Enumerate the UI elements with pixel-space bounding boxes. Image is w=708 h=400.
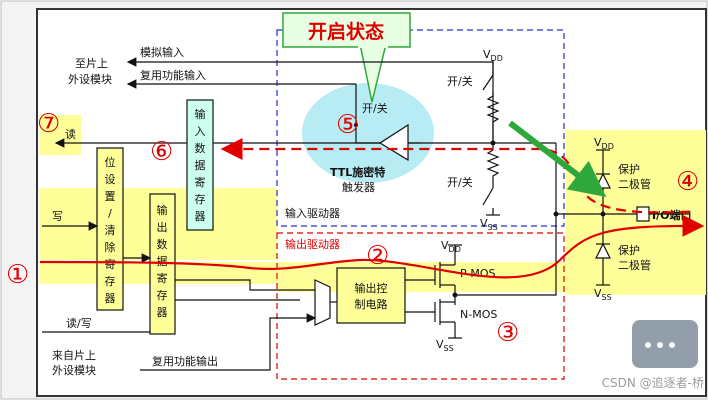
inputRegChars-char: 输 xyxy=(195,107,206,121)
inputRegChars-char: 据 xyxy=(195,158,206,172)
outRegChars-char: 据 xyxy=(157,254,168,268)
outRegChars-char: 存 xyxy=(157,288,168,302)
outRegChars-char: 寄 xyxy=(157,271,168,285)
bscRegChars-char: 置 xyxy=(105,190,116,203)
inputRegChars-char: 存 xyxy=(195,192,206,206)
inputRegChars-char: 器 xyxy=(195,210,206,223)
marker-3: ③ xyxy=(496,318,519,348)
chip-peripheral-bottom-1: 来自片上 xyxy=(52,349,96,362)
bscRegChars-char: 设 xyxy=(105,173,116,186)
odr-to-mux-line xyxy=(175,279,315,291)
watermark-text: CSDN @追逐者-桥 xyxy=(602,375,704,390)
output-control-circuit xyxy=(336,267,406,324)
marker-4: ④ xyxy=(676,167,699,197)
inputRegChars-char: 数 xyxy=(195,142,206,155)
nmos-vss-label: VSS xyxy=(436,338,454,353)
diode-bottom-vss-label: VSS xyxy=(594,287,612,302)
diode-top-vdd-label: VDD xyxy=(594,136,614,151)
input-driver-label: 输入驱动器 xyxy=(285,206,340,220)
diode-top-label-2: 二极管 xyxy=(618,177,651,191)
inputRegChars-char: 入 xyxy=(195,125,206,138)
alt-func-input-label: 复用功能输入 xyxy=(140,68,206,82)
write-data-path xyxy=(39,214,705,279)
pull-junction xyxy=(490,140,496,146)
output-driver-box xyxy=(276,232,565,380)
ttl-switch-label: 开/关 xyxy=(362,101,388,115)
outRegChars-char: 输 xyxy=(157,203,168,217)
status-callout: 开启状态 xyxy=(282,12,411,103)
alt-func-output-line xyxy=(140,313,317,371)
ttl-switch-node xyxy=(354,123,358,127)
ttl-label-1: TTL施密特 xyxy=(330,165,385,179)
outRegChars-char: 数 xyxy=(157,238,168,251)
pmos-vdd-label: VDD xyxy=(441,239,461,254)
pin-junction xyxy=(553,211,559,217)
output-mux xyxy=(314,279,331,326)
bscRegChars-char: 除 xyxy=(105,240,116,254)
outRegChars-char: 出 xyxy=(157,220,168,234)
diode-bottom-label-1: 保护 xyxy=(618,243,640,257)
switch-bottom-label: 开/关 xyxy=(447,175,473,189)
read-label: 读 xyxy=(65,127,76,141)
bscRegChars-char: 寄 xyxy=(105,257,116,271)
chip-peripheral-top-1: 至片上 xyxy=(75,57,108,70)
output-driver-label: 输出驱动器 xyxy=(285,237,340,251)
input-driver-box xyxy=(276,29,565,227)
alt-func-output-label: 复用功能输出 xyxy=(152,354,218,368)
chip-peripheral-bottom-2: 外设模块 xyxy=(52,364,96,377)
ttl-schmitt-trigger xyxy=(355,123,420,162)
bscRegChars-char: / xyxy=(108,207,112,220)
diode-top-label-1: 保护 xyxy=(618,162,640,176)
switch-top-label: 开/关 xyxy=(447,74,473,88)
outRegChars-char: 器 xyxy=(157,306,168,319)
bscRegChars-char: 清 xyxy=(105,224,116,237)
green-pointer-arrow xyxy=(508,120,607,197)
output-junction xyxy=(452,292,458,298)
chip-peripheral-top-2: 外设模块 xyxy=(68,73,112,86)
write-label: 写 xyxy=(52,210,63,223)
marker-7: ⑦ xyxy=(37,109,60,139)
output-control-label-2: 制电路 xyxy=(355,298,388,311)
diode-bottom-label-2: 二极管 xyxy=(618,258,651,272)
csdn-watermark: CSDN @追逐者-桥 xyxy=(602,320,704,390)
nmos-transistor xyxy=(405,299,462,339)
io-port-label: I/O端口 xyxy=(652,208,691,222)
marker-6: ⑥ xyxy=(150,137,173,167)
marker-5: ⑤ xyxy=(336,110,359,140)
ttl-highlight-ellipse xyxy=(302,83,434,183)
read-write-label: 读/写 xyxy=(66,316,92,330)
diode-junction xyxy=(600,211,606,217)
output-control-label-1: 输出控 xyxy=(355,281,388,295)
input-data-register xyxy=(186,99,214,231)
bscRegChars-char: 位 xyxy=(105,155,116,169)
marker-2: ② xyxy=(366,241,389,271)
inputRegChars-char: 寄 xyxy=(195,175,206,189)
status-callout-text: 开启状态 xyxy=(308,20,384,43)
bscRegChars-char: 存 xyxy=(105,274,116,288)
output-node-line xyxy=(455,143,557,296)
protect-diode-bottom xyxy=(595,214,611,286)
bit-set-clear-register xyxy=(96,147,124,311)
io-pin xyxy=(636,206,650,222)
bscRegChars-char: 器 xyxy=(105,292,116,305)
nmos-label: N-MOS xyxy=(460,308,497,321)
pull-resistor-network xyxy=(482,60,500,216)
pulldown-vss-label: VSS xyxy=(480,217,498,232)
pullup-vdd-label: VDD xyxy=(483,48,503,63)
marker-1: ① xyxy=(6,260,29,290)
ttl-label-2: 触发器 xyxy=(342,180,375,194)
analog-input-label: 模拟输入 xyxy=(140,45,184,59)
